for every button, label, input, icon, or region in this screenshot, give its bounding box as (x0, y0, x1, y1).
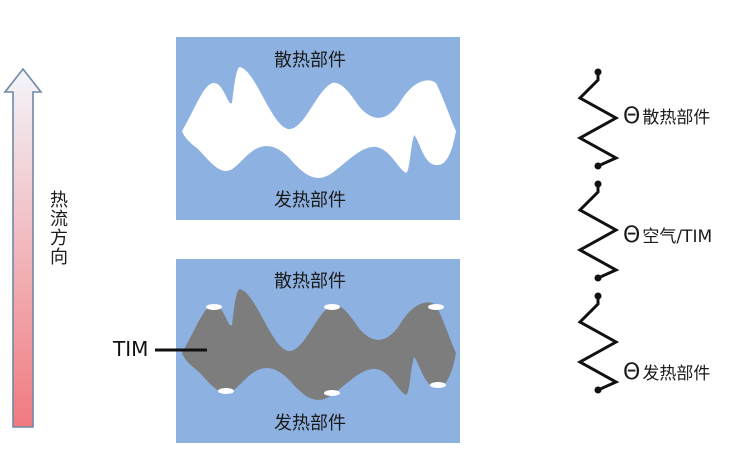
resistance-name: 散热部件 (642, 108, 711, 128)
tim-label: TIM (113, 337, 149, 361)
theta-symbol: Θ (623, 223, 641, 248)
air-gap-shape (182, 67, 456, 178)
top-panel-heat-source-label: 发热部件 (274, 190, 346, 211)
tim-fill-shape (182, 289, 456, 400)
bottom-panel-heatsink-label: 散热部件 (274, 271, 346, 292)
thermal-resistance-chain (576, 68, 620, 394)
resistance-name: 空气/TIM (642, 227, 713, 247)
top-panel-heatsink-label: 散热部件 (274, 50, 346, 71)
theta-symbol: Θ (623, 360, 641, 385)
theta-symbol: Θ (623, 104, 641, 129)
heat-flow-arrow (3, 67, 43, 428)
bottom-panel-heat-source-label: 发热部件 (274, 413, 346, 434)
heat-flow-direction-label: 热流方向 (47, 190, 68, 266)
resistance-name: 发热部件 (642, 364, 711, 384)
tim-leader-line (155, 348, 207, 352)
